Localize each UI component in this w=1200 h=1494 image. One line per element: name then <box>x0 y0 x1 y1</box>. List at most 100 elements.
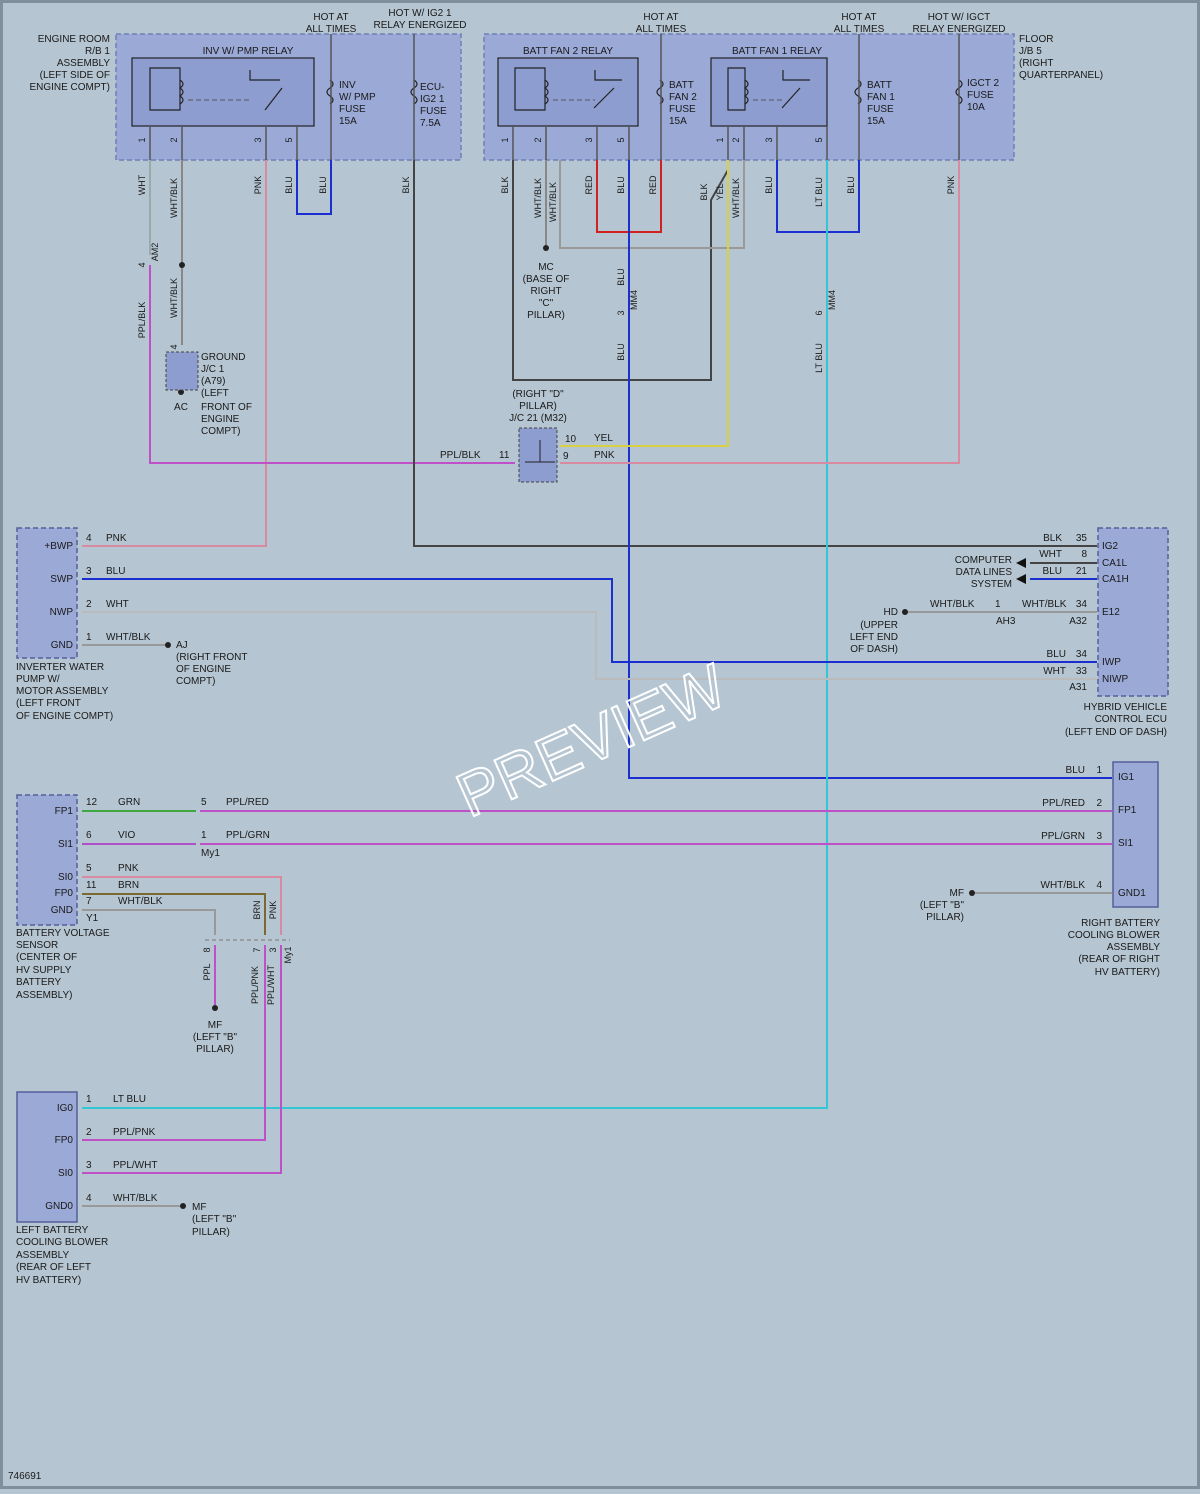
wire-color-label: MM4 <box>629 290 639 310</box>
pin-number: 2 <box>169 137 179 142</box>
diagram-label: 11 <box>499 450 510 461</box>
diagram-label: MC <box>538 262 554 273</box>
wire-color-label: BLU <box>318 176 328 194</box>
diagram-label: HOT AT <box>313 12 348 23</box>
diagram-label: 2 <box>86 1127 92 1138</box>
diagram-label: VIO <box>118 830 135 841</box>
diagram-label: CA1H <box>1102 574 1129 585</box>
pin-number: 3 <box>764 137 774 142</box>
diagram-label: GND <box>51 905 73 916</box>
diagram-label: A32 <box>1069 616 1087 627</box>
diagram-label: OF ENGINE <box>176 664 231 675</box>
pin-number: 3 <box>253 137 263 142</box>
diagram-label: GND0 <box>45 1201 73 1212</box>
wire-color-label: LT BLU <box>814 343 824 373</box>
pin-number: 1 <box>715 137 725 142</box>
diagram-label: BATT <box>867 80 892 91</box>
diagram-label: ASSEMBLY <box>57 58 110 69</box>
diagram-label: 3 <box>86 1160 92 1171</box>
wire-color-label: 3 <box>616 310 626 315</box>
inv-pmp-relay <box>131 57 315 127</box>
diagram-label: WHT/BLK <box>1041 880 1086 891</box>
diagram-label: (RIGHT "D" <box>512 389 564 400</box>
diagram-label: CA1L <box>1102 558 1127 569</box>
wire-wht-blk-fan1 <box>559 160 745 249</box>
diagram-label: 15A <box>339 116 357 127</box>
diagram-label: J/C 21 (M32) <box>509 413 567 424</box>
diagram-label: PPL/BLK <box>440 450 481 461</box>
diagram-label: 11 <box>86 880 97 891</box>
diagram-label: MF <box>192 1202 206 1213</box>
diagram-label: FLOOR <box>1019 34 1053 45</box>
diagram-label: LEFT END <box>850 632 898 643</box>
diagram-label: 4 <box>1096 880 1102 891</box>
wire-color-label: BLK <box>699 183 709 200</box>
diagram-label: 10 <box>565 434 577 445</box>
wire-color-label: BLU <box>764 176 774 194</box>
diagram-label: HOT AT <box>643 12 678 23</box>
diagram-label: FUSE <box>339 104 366 115</box>
diagram-label: SYSTEM <box>971 579 1012 590</box>
diagram-label: R/B 1 <box>85 46 110 57</box>
pin-number: 3 <box>584 137 594 142</box>
wire-pnk-si0 <box>82 876 282 935</box>
pin-number: 1 <box>137 137 147 142</box>
diagram-label: (A79) <box>201 376 225 387</box>
diagram-label: 10A <box>967 102 985 113</box>
diagram-label: (LEFT END OF DASH) <box>1065 727 1167 738</box>
wire-ppl-pnk <box>82 945 266 1141</box>
diagram-label: SI1 <box>58 839 73 850</box>
wire-color-label: BLU <box>846 176 856 194</box>
diagram-label: RIGHT BATTERY <box>1081 918 1160 929</box>
right-battery-blower-box <box>1112 761 1159 908</box>
diagram-label: 8 <box>1081 549 1087 560</box>
diagram-label: WHT <box>106 599 129 610</box>
wire-color-label: WHT/BLK <box>169 278 179 318</box>
hybrid-vehicle-ecu-box <box>1097 527 1169 697</box>
diagram-label: FAN 1 <box>867 92 895 103</box>
diagram-label: PNK <box>594 450 615 461</box>
diagram-label: 35 <box>1076 533 1088 544</box>
wire-blu-swp-iwp <box>82 578 1097 663</box>
batt-fan2-relay <box>497 57 639 127</box>
diagram-label: 1 <box>86 1094 92 1105</box>
diagram-label: W/ PMP <box>339 92 376 103</box>
diagram-label: 3 <box>1096 831 1102 842</box>
diagram-label: IG0 <box>57 1103 74 1114</box>
diagram-label: PPL/RED <box>226 797 269 808</box>
wire-color-label: 4 <box>137 262 147 267</box>
diagram-label: HYBRID VEHICLE <box>1084 702 1168 713</box>
wire-color-label: BLK <box>500 176 510 193</box>
diagram-label: 33 <box>1076 666 1088 677</box>
diagram-label: HOT W/ IG2 1 <box>388 8 452 19</box>
wire-ppl-wht <box>82 945 282 1174</box>
diagram-label: "C" <box>539 298 554 309</box>
wire-color-label: YEL <box>715 183 725 200</box>
diagram-label: FP1 <box>1118 805 1137 816</box>
diagram-label: PNK <box>106 533 127 544</box>
wire-color-label: RED <box>648 175 658 195</box>
diagram-label: PILLAR) <box>196 1044 234 1055</box>
diagram-label: WHT/BLK <box>118 896 163 907</box>
wire-color-label: PPL/BLK <box>137 302 147 339</box>
wire-blk-ig2 <box>413 160 1097 547</box>
diagram-label: GND1 <box>1118 888 1146 899</box>
diagram-label: SI0 <box>58 1168 73 1179</box>
diagram-label: 4 <box>86 533 92 544</box>
diagram-label: NWP <box>50 607 74 618</box>
wire-color-label: BLU <box>284 176 294 194</box>
diagram-label: (LEFT "B" <box>920 900 965 911</box>
inverter-water-pump-box <box>16 527 78 659</box>
diagram-label: ENGINE COMPT) <box>29 82 110 93</box>
diagram-label: BLU <box>1047 649 1066 660</box>
wire-pnk-jc21 <box>560 160 960 464</box>
diagram-label: WHT <box>1043 666 1066 677</box>
wire-color-label: BLK <box>401 176 411 193</box>
wire-lt-blu-ig0 <box>82 160 828 1109</box>
wire-color-label: WHT <box>137 174 147 195</box>
left-battery-blower-box <box>16 1091 78 1223</box>
diagram-label: BATT FAN 1 RELAY <box>732 46 822 57</box>
wire-color-label: WHT/BLK <box>731 178 741 218</box>
wire-color-label: 7 <box>252 947 262 952</box>
